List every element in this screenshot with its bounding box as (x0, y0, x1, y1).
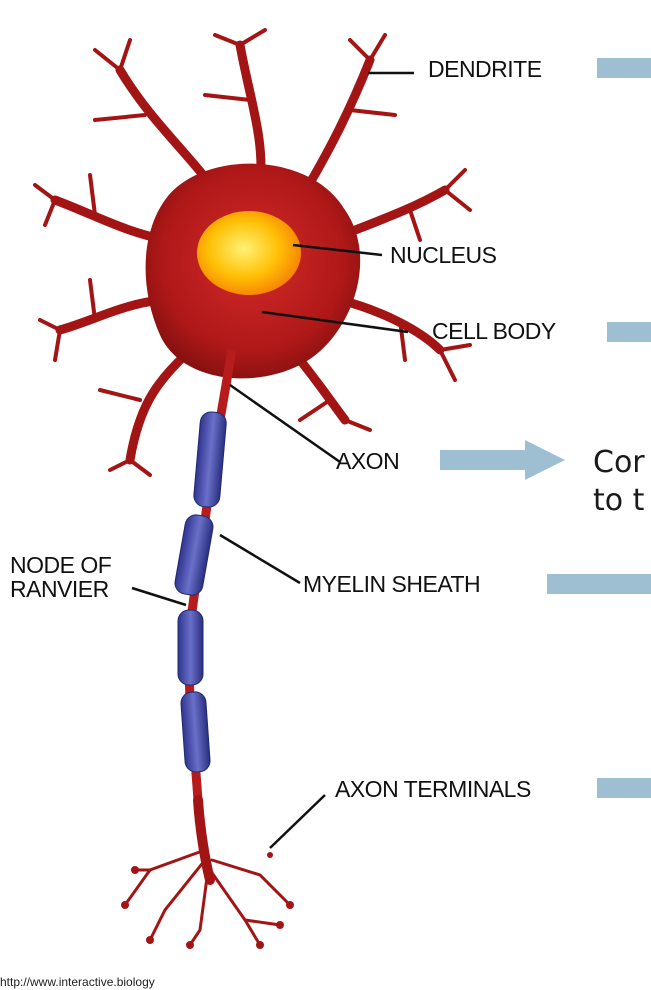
arrow-axon (440, 440, 565, 480)
arrow-cell-body (607, 322, 651, 342)
label-cell-body: CELL BODY (432, 318, 556, 344)
axon-description: Cor to t (593, 444, 645, 520)
label-dendrite: DENDRITE (428, 56, 542, 82)
myelin-segments (174, 411, 227, 773)
axon-terminals-shape (121, 795, 294, 949)
label-node-of-ranvier-line2: RANVIER (10, 576, 109, 602)
arrow-myelin (547, 574, 651, 594)
label-myelin-sheath: MYELIN SHEATH (303, 571, 481, 597)
label-node-of-ranvier-line1: NODE OF (10, 552, 112, 578)
source-note: http://www.interactive.biology (0, 975, 155, 989)
blue-arrows (440, 58, 651, 798)
label-node-of-ranvier: NODE OF RANVIER (10, 552, 112, 602)
label-axon: AXON (336, 448, 400, 474)
label-nucleus: NUCLEUS (390, 242, 497, 268)
axon-description-line2: to t (593, 483, 645, 518)
leader-lines (131, 71, 414, 849)
arrow-dendrite (597, 58, 651, 78)
label-axon-terminals: AXON TERMINALS (335, 776, 531, 802)
nucleus-shape (197, 211, 301, 295)
arrow-axon-terminals (597, 778, 651, 798)
axon-description-line1: Cor (593, 445, 645, 480)
